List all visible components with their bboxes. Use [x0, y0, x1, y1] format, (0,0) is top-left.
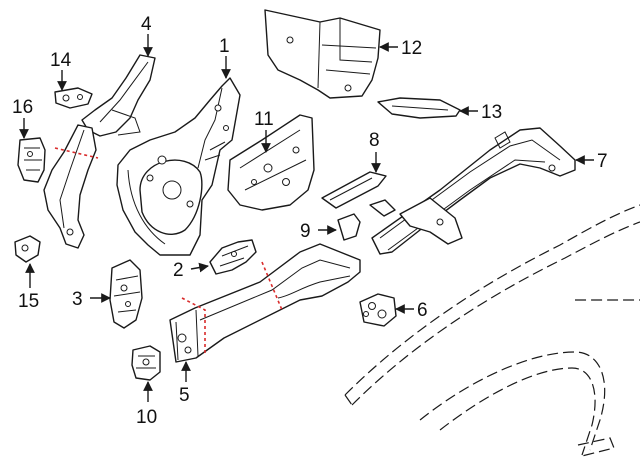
callout-10: 10	[136, 407, 157, 428]
callout-16: 16	[12, 97, 33, 118]
part-6-bracket[interactable]	[359, 293, 397, 327]
part-12-upper-panel[interactable]	[264, 9, 381, 99]
part-3-bracket[interactable]	[109, 259, 143, 329]
callout-2: 2	[173, 260, 184, 281]
cut-lines	[54, 147, 283, 356]
part-16-bracket[interactable]	[17, 137, 46, 183]
callout-4: 4	[141, 14, 152, 35]
cut-line-upper-left	[54, 147, 99, 159]
part-14-bracket[interactable]	[54, 87, 93, 109]
leaders	[19, 34, 594, 402]
part-13-bracket[interactable]	[377, 97, 461, 119]
part-9-bracket[interactable]	[337, 213, 361, 241]
callout-15: 15	[18, 291, 39, 312]
callout-7: 7	[597, 151, 608, 172]
callout-3: 3	[72, 289, 83, 310]
part-11-inner-panel[interactable]	[227, 114, 315, 211]
callout-13: 13	[481, 102, 502, 123]
callout-5: 5	[179, 385, 190, 406]
cut-line-rail-mid	[261, 261, 283, 311]
part-2-bracket[interactable]	[209, 239, 257, 275]
callout-14: 14	[50, 50, 72, 71]
part-8-bracket[interactable]	[321, 171, 387, 209]
part-5-lower-rail[interactable]	[169, 243, 361, 363]
part-lower-strut[interactable]	[43, 124, 97, 249]
leader-2	[190, 262, 209, 273]
part-1-wheelhouse[interactable]	[116, 77, 241, 256]
callout-labels: 1 2 3 4 5 6 7 8 9 10 11 12 13 14 15 16	[12, 14, 608, 428]
cut-line-rail-front	[181, 297, 206, 356]
part-10-bracket[interactable]	[131, 345, 161, 381]
callout-6: 6	[417, 300, 428, 321]
callout-12: 12	[401, 38, 422, 59]
callout-9: 9	[300, 221, 311, 242]
part-15-bracket[interactable]	[14, 235, 41, 263]
callout-8: 8	[369, 130, 380, 151]
callout-11: 11	[254, 109, 274, 130]
part-7-rail-assembly[interactable]	[369, 127, 576, 255]
part-4-upper-rail[interactable]	[81, 54, 156, 137]
fender-outline	[344, 204, 640, 457]
callout-1: 1	[219, 36, 230, 57]
